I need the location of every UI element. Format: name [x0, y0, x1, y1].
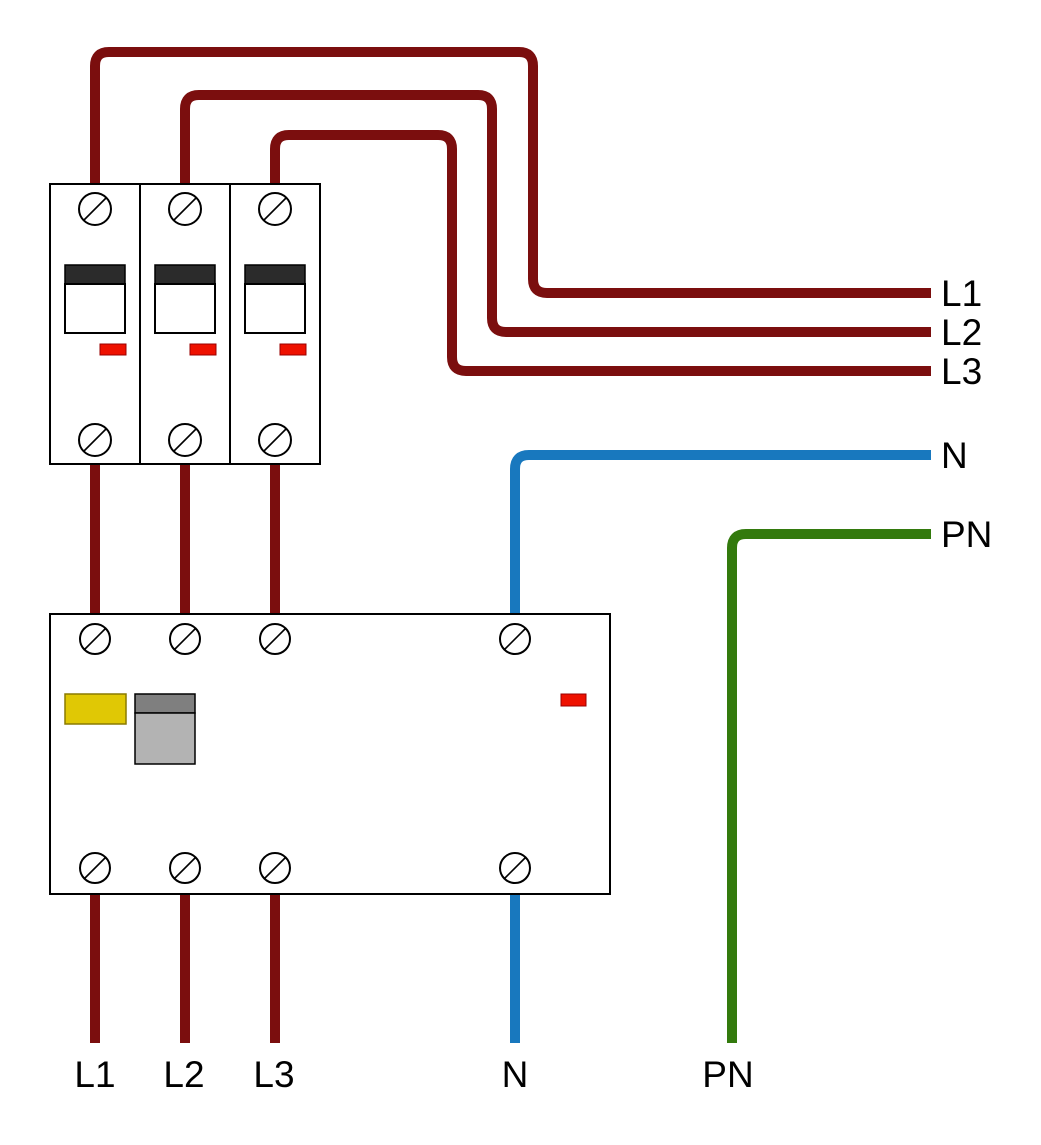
label-l3-right: L3 [941, 351, 983, 392]
screw-slot-icon [173, 428, 197, 452]
screw-slot-icon [263, 856, 287, 880]
rcd-status-indicator [560, 693, 587, 707]
label-l2-right: L2 [941, 312, 983, 353]
screw-slot-icon [503, 856, 527, 880]
screw-slot-icon [503, 627, 527, 651]
label-pn-right: PN [941, 514, 993, 555]
label-n-bottom: N [501, 1054, 529, 1095]
label-l3-bottom: L3 [253, 1054, 295, 1095]
screw-slot-icon [263, 197, 287, 221]
breaker-module-2 [154, 192, 217, 457]
label-n-right: N [941, 435, 968, 476]
rcd-switch-body [134, 712, 196, 765]
breaker-toggle-body [64, 283, 126, 334]
wire-l1-top [90, 47, 931, 298]
screw-slot-icon [173, 856, 197, 880]
screw-slot-icon [173, 627, 197, 651]
screw-slot-icon [263, 627, 287, 651]
breaker-status-indicator [99, 343, 127, 356]
screw-slot-icon [83, 197, 107, 221]
breaker-status-indicator [189, 343, 217, 356]
rcd-box [49, 613, 611, 895]
rcd-switch [134, 693, 196, 765]
label-l2-bottom: L2 [163, 1054, 205, 1095]
rcd-switch-top [134, 693, 196, 714]
wire-n-top [510, 450, 931, 630]
label-pn-bottom: PN [702, 1054, 754, 1095]
screw-slot-icon [83, 428, 107, 452]
label-l1-right: L1 [941, 273, 983, 314]
breaker-toggle-dark [244, 264, 306, 285]
breaker-toggle-body [244, 283, 306, 334]
screw-slot-icon [173, 197, 197, 221]
breaker-box [49, 183, 321, 465]
breaker-status-indicator [279, 343, 307, 356]
breaker-toggle-body [154, 283, 216, 334]
breaker-module-1 [64, 192, 127, 457]
wire-l3-top [270, 130, 931, 376]
wire-l2-top [180, 90, 931, 337]
screw-slot-icon [263, 428, 287, 452]
breaker-module-3 [244, 192, 307, 457]
rcd-box-outline [49, 613, 611, 895]
breaker-toggle-dark [64, 264, 126, 285]
breaker-toggle-dark [154, 264, 216, 285]
wire-pn [727, 529, 931, 1043]
screw-slot-icon [83, 627, 107, 651]
wires-layer [90, 47, 931, 1043]
rcd-test-button [64, 693, 127, 725]
screw-slot-icon [83, 856, 107, 880]
label-l1-bottom: L1 [74, 1054, 116, 1095]
